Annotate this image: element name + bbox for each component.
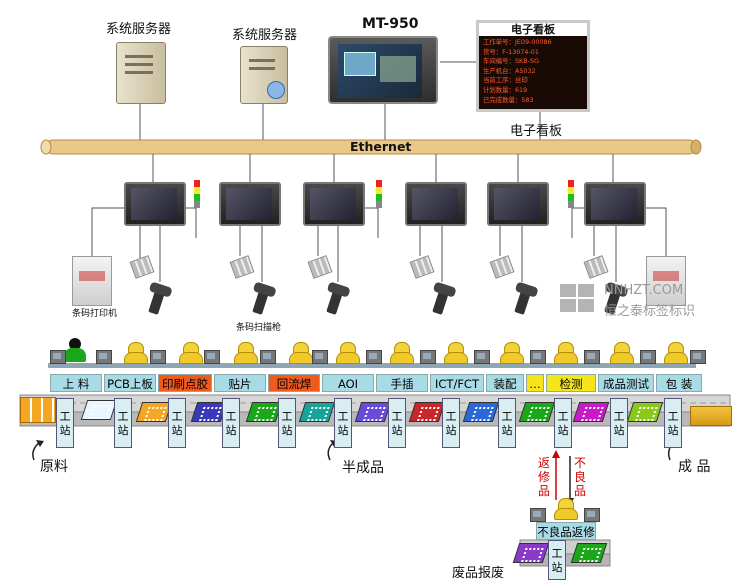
finished-product-label: 成 品 — [678, 459, 711, 475]
worker-icon — [498, 342, 524, 364]
board-line: 工作单号：JE09-00086 — [483, 38, 552, 46]
work-station: 工站 — [664, 398, 682, 448]
workstation-pc-icon — [584, 350, 600, 364]
stage-label: ICT/FCT — [430, 374, 484, 392]
work-station: 工站 — [610, 398, 628, 448]
work-station: 工站 — [334, 398, 352, 448]
signal-tower-icon — [376, 180, 382, 208]
watermark-line1: NNHZT.COM — [604, 283, 684, 298]
raw-material-tray-icon — [20, 397, 56, 423]
work-station: 工站 — [442, 398, 460, 448]
worker-icon — [442, 342, 468, 364]
board-line: 生产机台：A5032 — [483, 66, 536, 75]
panel-pc — [124, 182, 186, 226]
work-station: 工站 — [498, 398, 516, 448]
server-label-1: 系统服务器 — [106, 22, 172, 37]
stage-label: 包 装 — [656, 374, 702, 392]
repair-station-label: 不良品返修 — [536, 522, 596, 540]
watermark-line2: 恒之泰标签标识 — [604, 304, 696, 319]
signal-tower-icon — [194, 180, 200, 208]
server-icon — [116, 42, 166, 104]
stage-label: 检测 — [546, 374, 596, 392]
work-station: 工站 — [168, 398, 186, 448]
worker-icon — [232, 342, 258, 364]
board-line: 已完成数量：583 — [483, 95, 534, 104]
board-lines: 工作单号：JE09-00086 货号：F-13074-01 车间编号：SKB-S… — [479, 36, 587, 105]
stage-label: 印刷点胶 — [158, 374, 212, 392]
worker-icon — [334, 342, 360, 364]
worker-icon — [122, 342, 148, 364]
workstation-pc-icon — [420, 350, 436, 364]
finished-product-box-icon — [690, 406, 732, 426]
server-icon — [240, 46, 288, 104]
board-line: 车间编号：SKB-SG — [483, 57, 539, 66]
workstation-pc-icon — [312, 350, 328, 364]
workstation-pc-icon — [366, 350, 382, 364]
worker-icon — [552, 342, 578, 364]
hmi-touchscreen — [328, 36, 438, 104]
workstation-pc-icon — [530, 508, 546, 522]
scanner-label: 条码扫描枪 — [236, 323, 282, 333]
worker-icon — [388, 342, 414, 364]
repair-work-station: 工站 — [548, 540, 566, 580]
barcode-printer-icon — [646, 256, 686, 306]
raw-material-label: 原料 — [40, 459, 68, 475]
server-label-2: 系统服务器 — [232, 28, 298, 43]
worker-icon — [287, 342, 313, 364]
workstation-pc-icon — [96, 350, 112, 364]
stage-label: 手插 — [376, 374, 428, 392]
repair-label: 返修品 — [538, 456, 551, 498]
board-title: 电子看板 — [479, 23, 587, 36]
scrap-label: 废品报废 — [452, 566, 505, 581]
workstation-pc-icon — [204, 350, 220, 364]
ethernet-label: Ethernet — [350, 139, 412, 154]
panel-pc — [303, 182, 365, 226]
panel-pc — [219, 182, 281, 226]
stage-label: PCB上板 — [104, 374, 156, 392]
workstation-pc-icon — [260, 350, 276, 364]
stage-label: … — [526, 374, 544, 392]
work-station: 工站 — [554, 398, 572, 448]
stage-label: 贴片 — [214, 374, 266, 392]
operator-green-icon — [62, 338, 88, 362]
workstation-pc-icon — [530, 350, 546, 364]
panel-pc — [584, 182, 646, 226]
panel-pc — [405, 182, 467, 226]
stage-label: 成品测试 — [598, 374, 654, 392]
semi-finished-label: 半成品 — [342, 460, 384, 476]
work-station: 工站 — [56, 398, 74, 448]
workstation-pc-icon — [150, 350, 166, 364]
signal-tower-icon — [568, 180, 574, 208]
worker-icon — [608, 342, 634, 364]
board-caption: 电子看板 — [510, 124, 563, 139]
workstation-pc-icon — [474, 350, 490, 364]
stage-label: 上 料 — [50, 374, 102, 392]
panel-pc — [487, 182, 549, 226]
work-station: 工站 — [222, 398, 240, 448]
board-line: 货号：F-13074-01 — [483, 47, 539, 56]
worker-icon — [662, 342, 688, 364]
work-station: 工站 — [278, 398, 296, 448]
stage-label: AOI — [322, 374, 374, 392]
board-line: 计划数量：619 — [483, 85, 528, 94]
repair-worker-icon — [552, 498, 578, 520]
workstation-pc-icon — [584, 508, 600, 522]
electronic-board-panel: 电子看板 工作单号：JE09-00086 货号：F-13074-01 车间编号：… — [476, 20, 590, 112]
hmi-model-label: MT-950 — [362, 16, 419, 32]
workstation-pc-icon — [640, 350, 656, 364]
stage-label: 装配 — [486, 374, 524, 392]
work-station: 工站 — [114, 398, 132, 448]
stage-label: 回流焊 — [268, 374, 320, 392]
board-line: 当前工序：丝印 — [483, 76, 528, 85]
workstation-pc-icon — [50, 350, 66, 364]
watermark-logo-icon — [560, 284, 596, 314]
defect-label: 不良品 — [574, 456, 587, 498]
work-station: 工站 — [388, 398, 406, 448]
printer-label: 条码打印机 — [72, 309, 118, 319]
barcode-printer-icon — [72, 256, 112, 306]
worker-icon — [177, 342, 203, 364]
workstation-pc-icon — [690, 350, 706, 364]
